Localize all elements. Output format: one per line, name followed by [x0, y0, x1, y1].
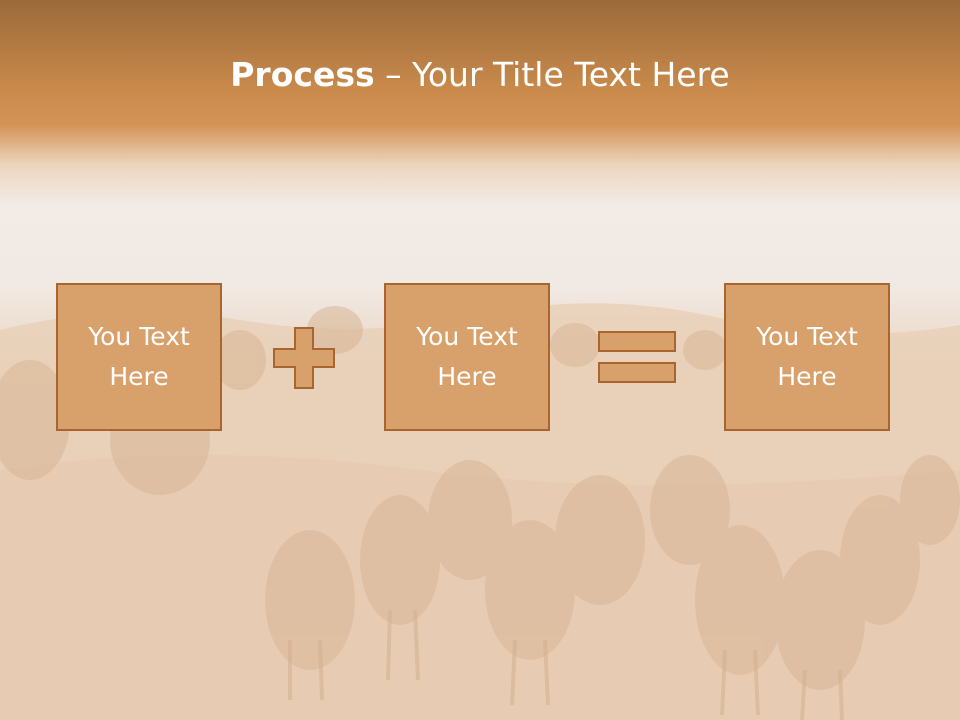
plus-icon — [273, 327, 335, 389]
process-box-3: You Text Here — [724, 283, 890, 431]
equals-icon — [598, 331, 676, 383]
title-rest: – Your Title Text Here — [374, 55, 730, 94]
slide-title: Process – Your Title Text Here — [0, 52, 960, 98]
title-bold: Process — [230, 55, 375, 94]
process-box-2: You Text Here — [384, 283, 550, 431]
process-box-1-label: You Text Here — [88, 322, 190, 391]
process-box-2-label: You Text Here — [416, 322, 518, 391]
process-box-1: You Text Here — [56, 283, 222, 431]
process-box-3-label: You Text Here — [756, 322, 858, 391]
